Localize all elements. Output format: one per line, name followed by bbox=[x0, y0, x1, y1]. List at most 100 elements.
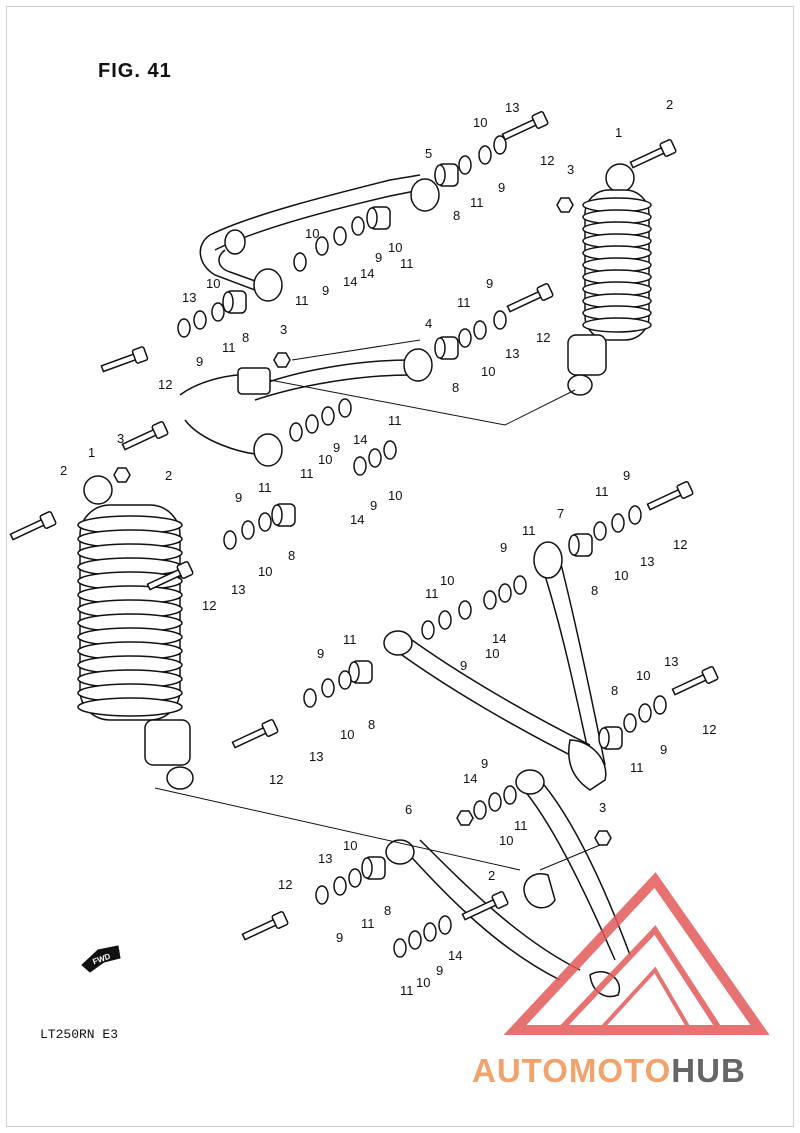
callout-number: 11 bbox=[343, 632, 357, 647]
callout-number: 10 bbox=[481, 364, 495, 379]
nut bbox=[113, 467, 131, 483]
callout-number: 11 bbox=[400, 983, 414, 998]
watermark-text-automoto: AUTOMOTOHUB bbox=[472, 1052, 746, 1089]
washer bbox=[473, 800, 487, 820]
washer bbox=[488, 792, 502, 812]
bolt bbox=[501, 111, 549, 141]
washer bbox=[321, 678, 335, 698]
callout-number: 11 bbox=[222, 340, 236, 355]
washer bbox=[638, 703, 652, 723]
washer bbox=[593, 521, 607, 541]
callout-number: 8 bbox=[368, 717, 375, 732]
callout-number: 8 bbox=[591, 583, 598, 598]
nut bbox=[273, 352, 291, 368]
callout-number: 4 bbox=[425, 316, 432, 331]
washer bbox=[241, 520, 255, 540]
washer bbox=[333, 876, 347, 896]
callout-number: 12 bbox=[202, 598, 216, 613]
callout-number: 10 bbox=[416, 975, 430, 990]
upper-arm-5 bbox=[199, 174, 440, 302]
callout-number: 10 bbox=[206, 276, 220, 291]
callout-number: 14 bbox=[350, 512, 364, 527]
washer bbox=[321, 406, 335, 426]
callout-number: 11 bbox=[258, 480, 272, 495]
hardware-layer bbox=[9, 111, 719, 958]
washer bbox=[513, 575, 527, 595]
callout-number: 9 bbox=[322, 283, 329, 298]
callout-number: 10 bbox=[343, 838, 357, 853]
callout-number: 11 bbox=[630, 760, 644, 775]
callout-number: 3 bbox=[599, 800, 606, 815]
callout-number: 13 bbox=[231, 582, 245, 597]
callout-number: 12 bbox=[278, 877, 292, 892]
callout-number: 10 bbox=[636, 668, 650, 683]
lower-arm-7 bbox=[383, 541, 607, 791]
callout-number: 9 bbox=[317, 646, 324, 661]
callout-number: 12 bbox=[269, 772, 283, 787]
callout-number: 11 bbox=[595, 484, 609, 499]
callout-number: 7 bbox=[557, 506, 564, 521]
washer bbox=[303, 688, 317, 708]
bushing bbox=[434, 336, 459, 360]
washer bbox=[483, 590, 497, 610]
washer bbox=[423, 922, 437, 942]
washer bbox=[498, 583, 512, 603]
callout-number: 8 bbox=[288, 548, 295, 563]
nut bbox=[556, 197, 574, 213]
upper-arm-4 bbox=[179, 348, 433, 467]
bolt bbox=[241, 911, 289, 941]
washer bbox=[623, 713, 637, 733]
callout-number: 11 bbox=[388, 413, 402, 428]
callout-number: 13 bbox=[505, 346, 519, 361]
callout-number: 10 bbox=[499, 833, 513, 848]
bolt bbox=[231, 719, 279, 749]
bolt bbox=[461, 891, 509, 921]
callout-number: 11 bbox=[514, 818, 528, 833]
callout-number: 10 bbox=[340, 727, 354, 742]
callout-number: 8 bbox=[242, 330, 249, 345]
washer bbox=[368, 448, 382, 468]
washer bbox=[653, 695, 667, 715]
callout-number: 9 bbox=[498, 180, 505, 195]
bushing bbox=[366, 206, 391, 230]
washer bbox=[493, 310, 507, 330]
bushing bbox=[434, 163, 459, 187]
bushing bbox=[222, 290, 247, 314]
callout-number: 10 bbox=[485, 646, 499, 661]
bushing bbox=[361, 856, 386, 880]
bolt bbox=[646, 481, 694, 511]
bolt bbox=[9, 511, 57, 541]
washer bbox=[338, 670, 352, 690]
callout-number: 3 bbox=[280, 322, 287, 337]
callout-number: 9 bbox=[436, 963, 443, 978]
washer bbox=[305, 414, 319, 434]
callout-number: 12 bbox=[702, 722, 716, 737]
washer bbox=[383, 440, 397, 460]
callout-number: 2 bbox=[666, 97, 673, 112]
callout-number: 9 bbox=[370, 498, 377, 513]
callout-number: 10 bbox=[258, 564, 272, 579]
callout-number: 9 bbox=[460, 658, 467, 673]
shock-absorber-left bbox=[77, 475, 194, 790]
washer bbox=[293, 252, 307, 272]
bolt bbox=[121, 421, 169, 451]
callout-number: 9 bbox=[196, 354, 203, 369]
washer bbox=[177, 318, 191, 338]
callout-number: 1 bbox=[615, 125, 622, 140]
washer bbox=[503, 785, 517, 805]
washer bbox=[193, 310, 207, 330]
nut bbox=[456, 810, 474, 826]
callout-number: 9 bbox=[660, 742, 667, 757]
bolt bbox=[671, 666, 719, 696]
callout-number: 14 bbox=[492, 631, 506, 646]
washer bbox=[438, 610, 452, 630]
washer bbox=[458, 328, 472, 348]
washer bbox=[421, 620, 435, 640]
callout-number: 10 bbox=[614, 568, 628, 583]
callout-number: 13 bbox=[318, 851, 332, 866]
washer bbox=[353, 456, 367, 476]
callout-number: 11 bbox=[470, 195, 484, 210]
